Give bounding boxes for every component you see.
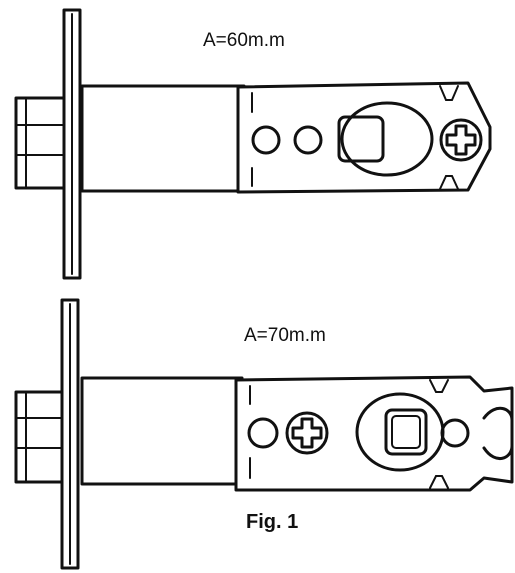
latch-bolt — [14, 96, 72, 190]
housing-tab-top — [429, 379, 449, 393]
square-spindle-inner — [391, 415, 421, 449]
rivet-hole-1 — [247, 417, 279, 449]
latch-body-tube — [80, 376, 244, 486]
spring-housing — [236, 81, 492, 194]
latch-70mm: A=70m.m — [14, 298, 514, 570]
phillips-cross-icon — [291, 417, 323, 449]
rivet-hole-1 — [251, 125, 281, 155]
screw-head — [285, 411, 329, 455]
dimension-label-60mm: A=60m.m — [203, 30, 285, 51]
phillips-cross-icon — [445, 124, 477, 156]
rivet-hole-2 — [293, 125, 323, 155]
square-spindle-hole — [337, 115, 385, 163]
extension-clip — [482, 406, 514, 460]
rivet-hole-2 — [440, 418, 470, 448]
figure-caption: Fig. 1 — [246, 511, 298, 533]
dimension-label-70mm: A=70m.m — [244, 325, 326, 346]
spring-housing — [234, 375, 514, 492]
screw-head — [439, 118, 483, 162]
square-spindle-hole — [384, 408, 428, 456]
latch-body-tube — [80, 84, 246, 193]
spindle-cam — [340, 101, 434, 177]
housing-tab-top — [439, 85, 459, 101]
housing-tab-bottom — [429, 475, 449, 489]
latch-60mm: A=60m.m — [14, 8, 492, 280]
housing-tab-bottom — [439, 175, 459, 190]
